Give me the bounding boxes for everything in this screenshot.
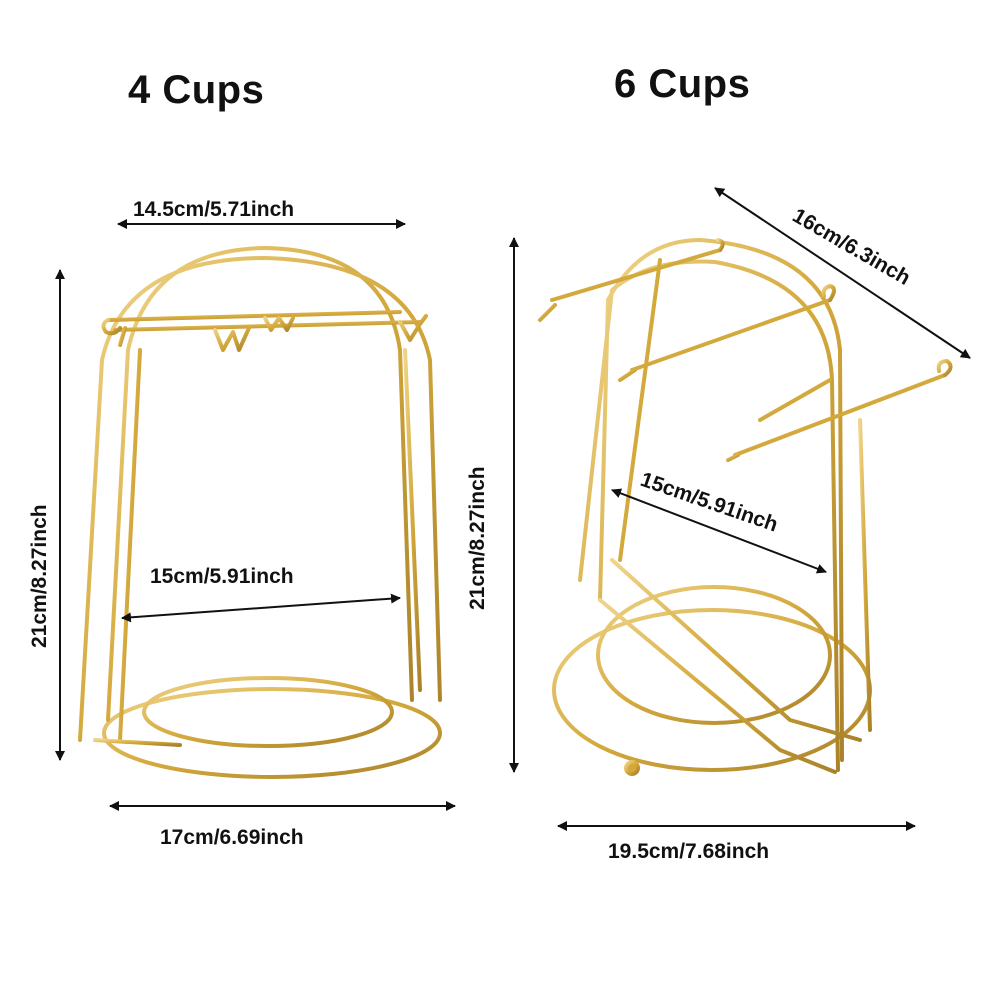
label-right-base-width: 19.5cm/7.68inch xyxy=(608,840,770,863)
label-left-top-width: 14.5cm/5.71inch xyxy=(133,198,295,221)
arrow-left-inner-width xyxy=(121,593,401,623)
label-left-inner-width: 15cm/5.91inch xyxy=(150,565,294,588)
label-left-height: 21cm/8.27inch xyxy=(28,504,51,648)
arrow-right-depth xyxy=(714,187,971,359)
title-4-cups: 4 Cups xyxy=(128,68,265,112)
title-6-cups: 6 Cups xyxy=(614,62,751,106)
dimension-arrows xyxy=(55,187,971,831)
label-right-height: 21cm/8.27inch xyxy=(466,466,489,610)
arrow-right-inner-width xyxy=(611,488,827,574)
rack-4-cups xyxy=(78,246,442,779)
label-left-base-width: 17cm/6.69inch xyxy=(160,826,304,849)
